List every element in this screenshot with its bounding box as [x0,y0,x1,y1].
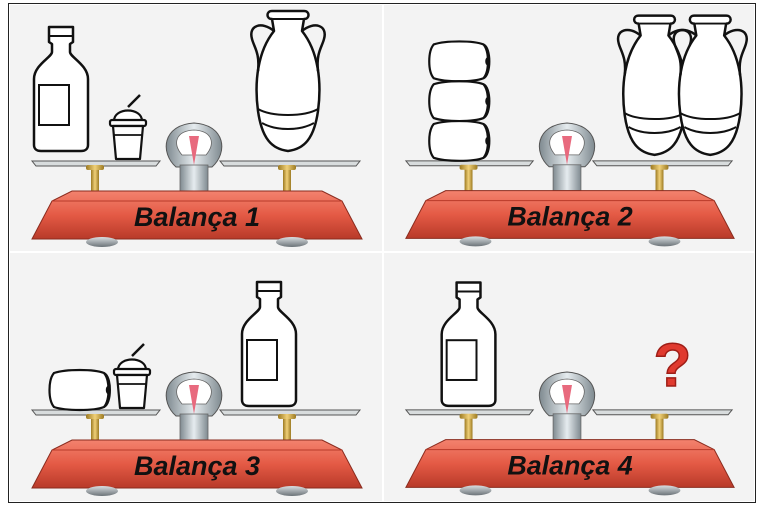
scale-panel-1: Balança 1 [10,5,382,251]
cup-icon [114,344,150,408]
scale-3-drawing: Balança 3 [10,253,382,501]
bowl-icon [429,41,489,81]
question-mark-icon: ? [654,331,692,400]
scale-label-4: Balança 4 [507,450,632,480]
scale-2-drawing: Balança 2 [384,5,754,251]
cup-icon [110,95,146,159]
scale-4-drawing: ? Balança 4 [384,253,754,501]
scale-panel-4: ? Balança 4 [384,253,754,501]
vase-icon [674,16,747,155]
scale-panel-3: Balança 3 [10,253,382,501]
scale-label-2: Balança 2 [507,201,632,231]
scale-label-3: Balança 3 [134,451,260,481]
bowl-icon [50,370,111,410]
vase-icon [251,11,324,151]
bowl-icon [429,81,489,121]
panel-divider-vertical [382,4,384,503]
bottle-icon [442,283,496,406]
scale-label-1: Balança 1 [134,202,260,232]
scale-1-drawing: Balança 1 [10,5,382,251]
scale-panel-2: Balança 2 [384,5,754,251]
bowl-icon [429,121,489,161]
bottle-icon [34,27,88,151]
bottle-icon [242,282,296,406]
figure-frame: Balança 1 Balança 2 Balança 3 ? [8,3,756,503]
